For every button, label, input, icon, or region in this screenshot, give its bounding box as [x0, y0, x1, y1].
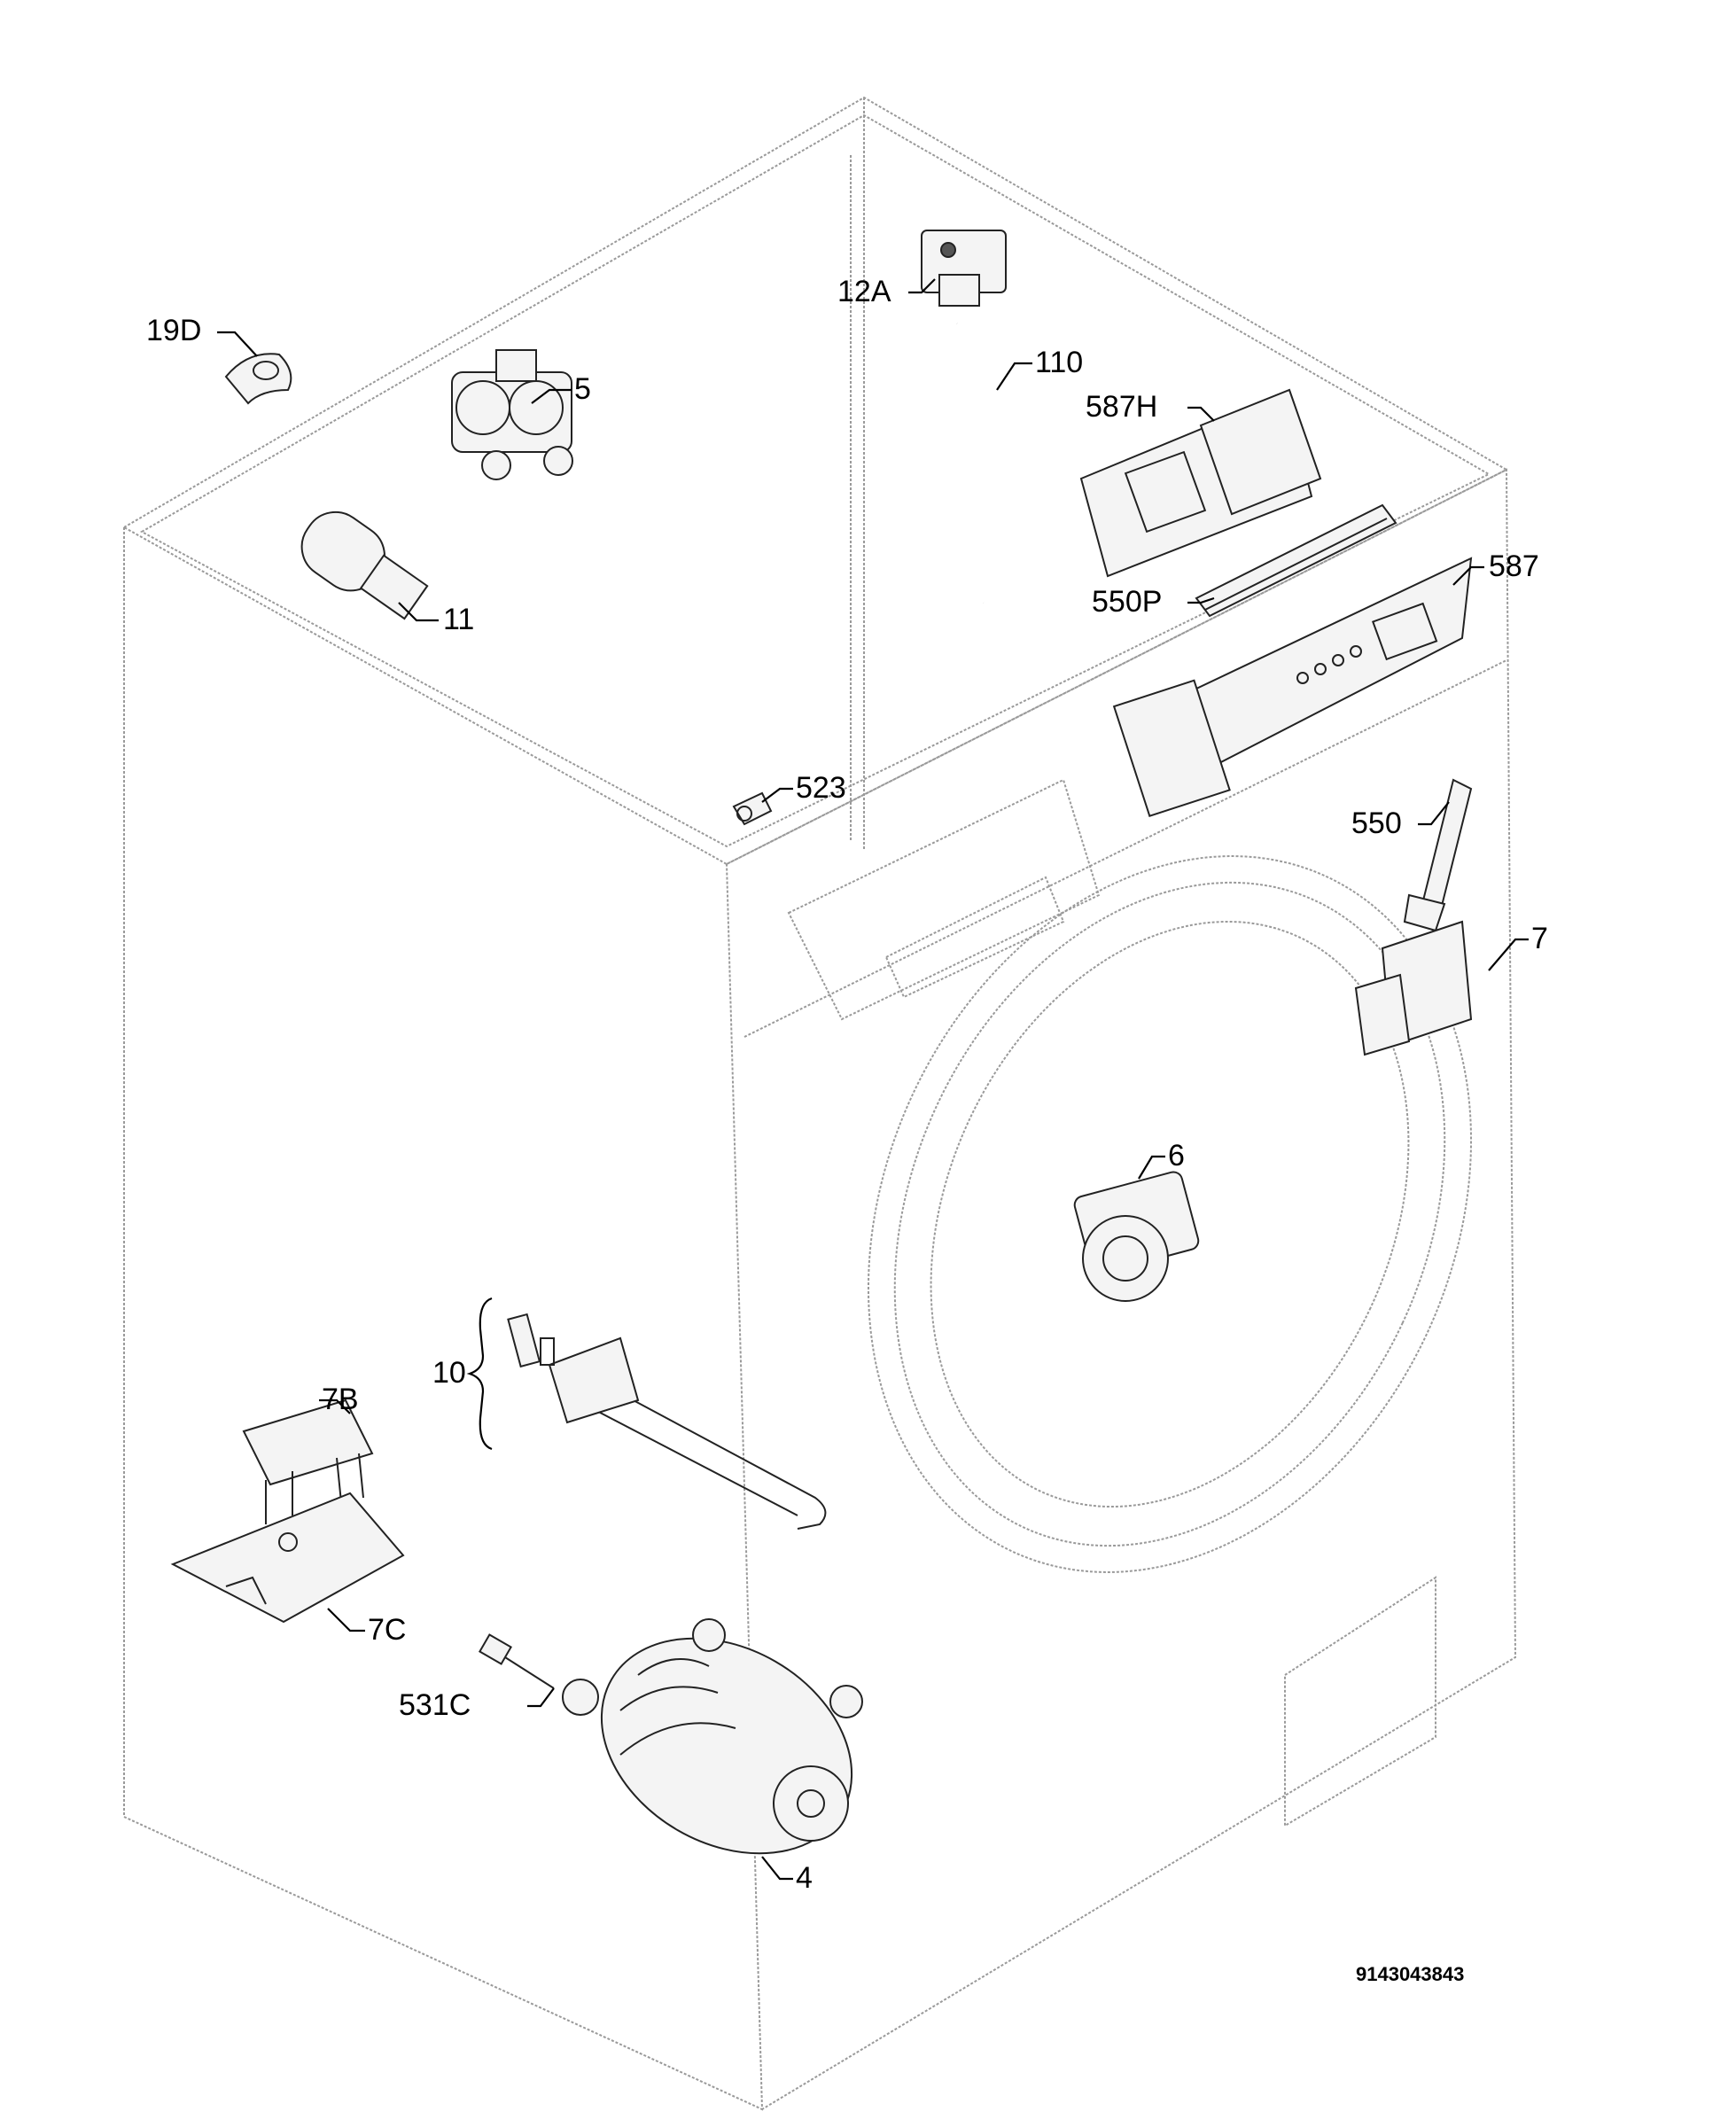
part-523-clip: [732, 791, 773, 826]
part-10-heating-element: [466, 1297, 827, 1530]
callout-550: 550: [1351, 806, 1402, 840]
washing-machine-cabinet-outline: [121, 96, 1517, 2111]
callout-587: 587: [1489, 549, 1539, 583]
callout-12A: 12A: [837, 275, 891, 308]
callout-531C: 531C: [399, 1688, 471, 1722]
part-7C-mounting-plate: [170, 1492, 405, 1624]
part-587H-control-board: [1079, 388, 1322, 578]
callout-labels: 19D 5 11 12A 110 587H 587 550P 523 550 7…: [146, 275, 1548, 1895]
part-110-pressure-hose: [955, 322, 1001, 604]
callout-4: 4: [796, 1861, 813, 1895]
callout-19D: 19D: [146, 314, 201, 347]
callout-110: 110: [1035, 346, 1083, 379]
part-550P-light-guide: [1195, 503, 1397, 618]
callout-11: 11: [443, 603, 474, 636]
part-587-electronic-module: [1112, 557, 1473, 817]
callout-523: 523: [796, 771, 846, 805]
part-7B-sensor: [242, 1399, 374, 1524]
part-12A-pressure-switch: [921, 230, 1007, 307]
leader-lines: [217, 278, 1529, 1881]
callout-7C: 7C: [368, 1613, 406, 1647]
part-5-inlet-valve: [451, 349, 573, 480]
document-number: 9143043843: [1356, 1963, 1464, 1985]
part-4-motor: [562, 1618, 863, 1855]
callout-5: 5: [574, 372, 591, 406]
callout-6: 6: [1168, 1139, 1185, 1173]
callout-7B: 7B: [322, 1383, 359, 1416]
callout-7: 7: [1531, 922, 1548, 955]
part-19D-clip: [224, 353, 292, 405]
part-6-drain-pump: [1073, 1171, 1200, 1302]
callout-587H: 587H: [1086, 390, 1157, 424]
part-550-door-lever: [1403, 778, 1473, 932]
part-7-door-interlock: [1354, 920, 1473, 1056]
part-531C-screw: [479, 1633, 555, 1689]
part-11-interference-filter: [300, 510, 429, 620]
callout-10: 10: [432, 1356, 466, 1390]
callout-550P: 550P: [1092, 585, 1162, 619]
